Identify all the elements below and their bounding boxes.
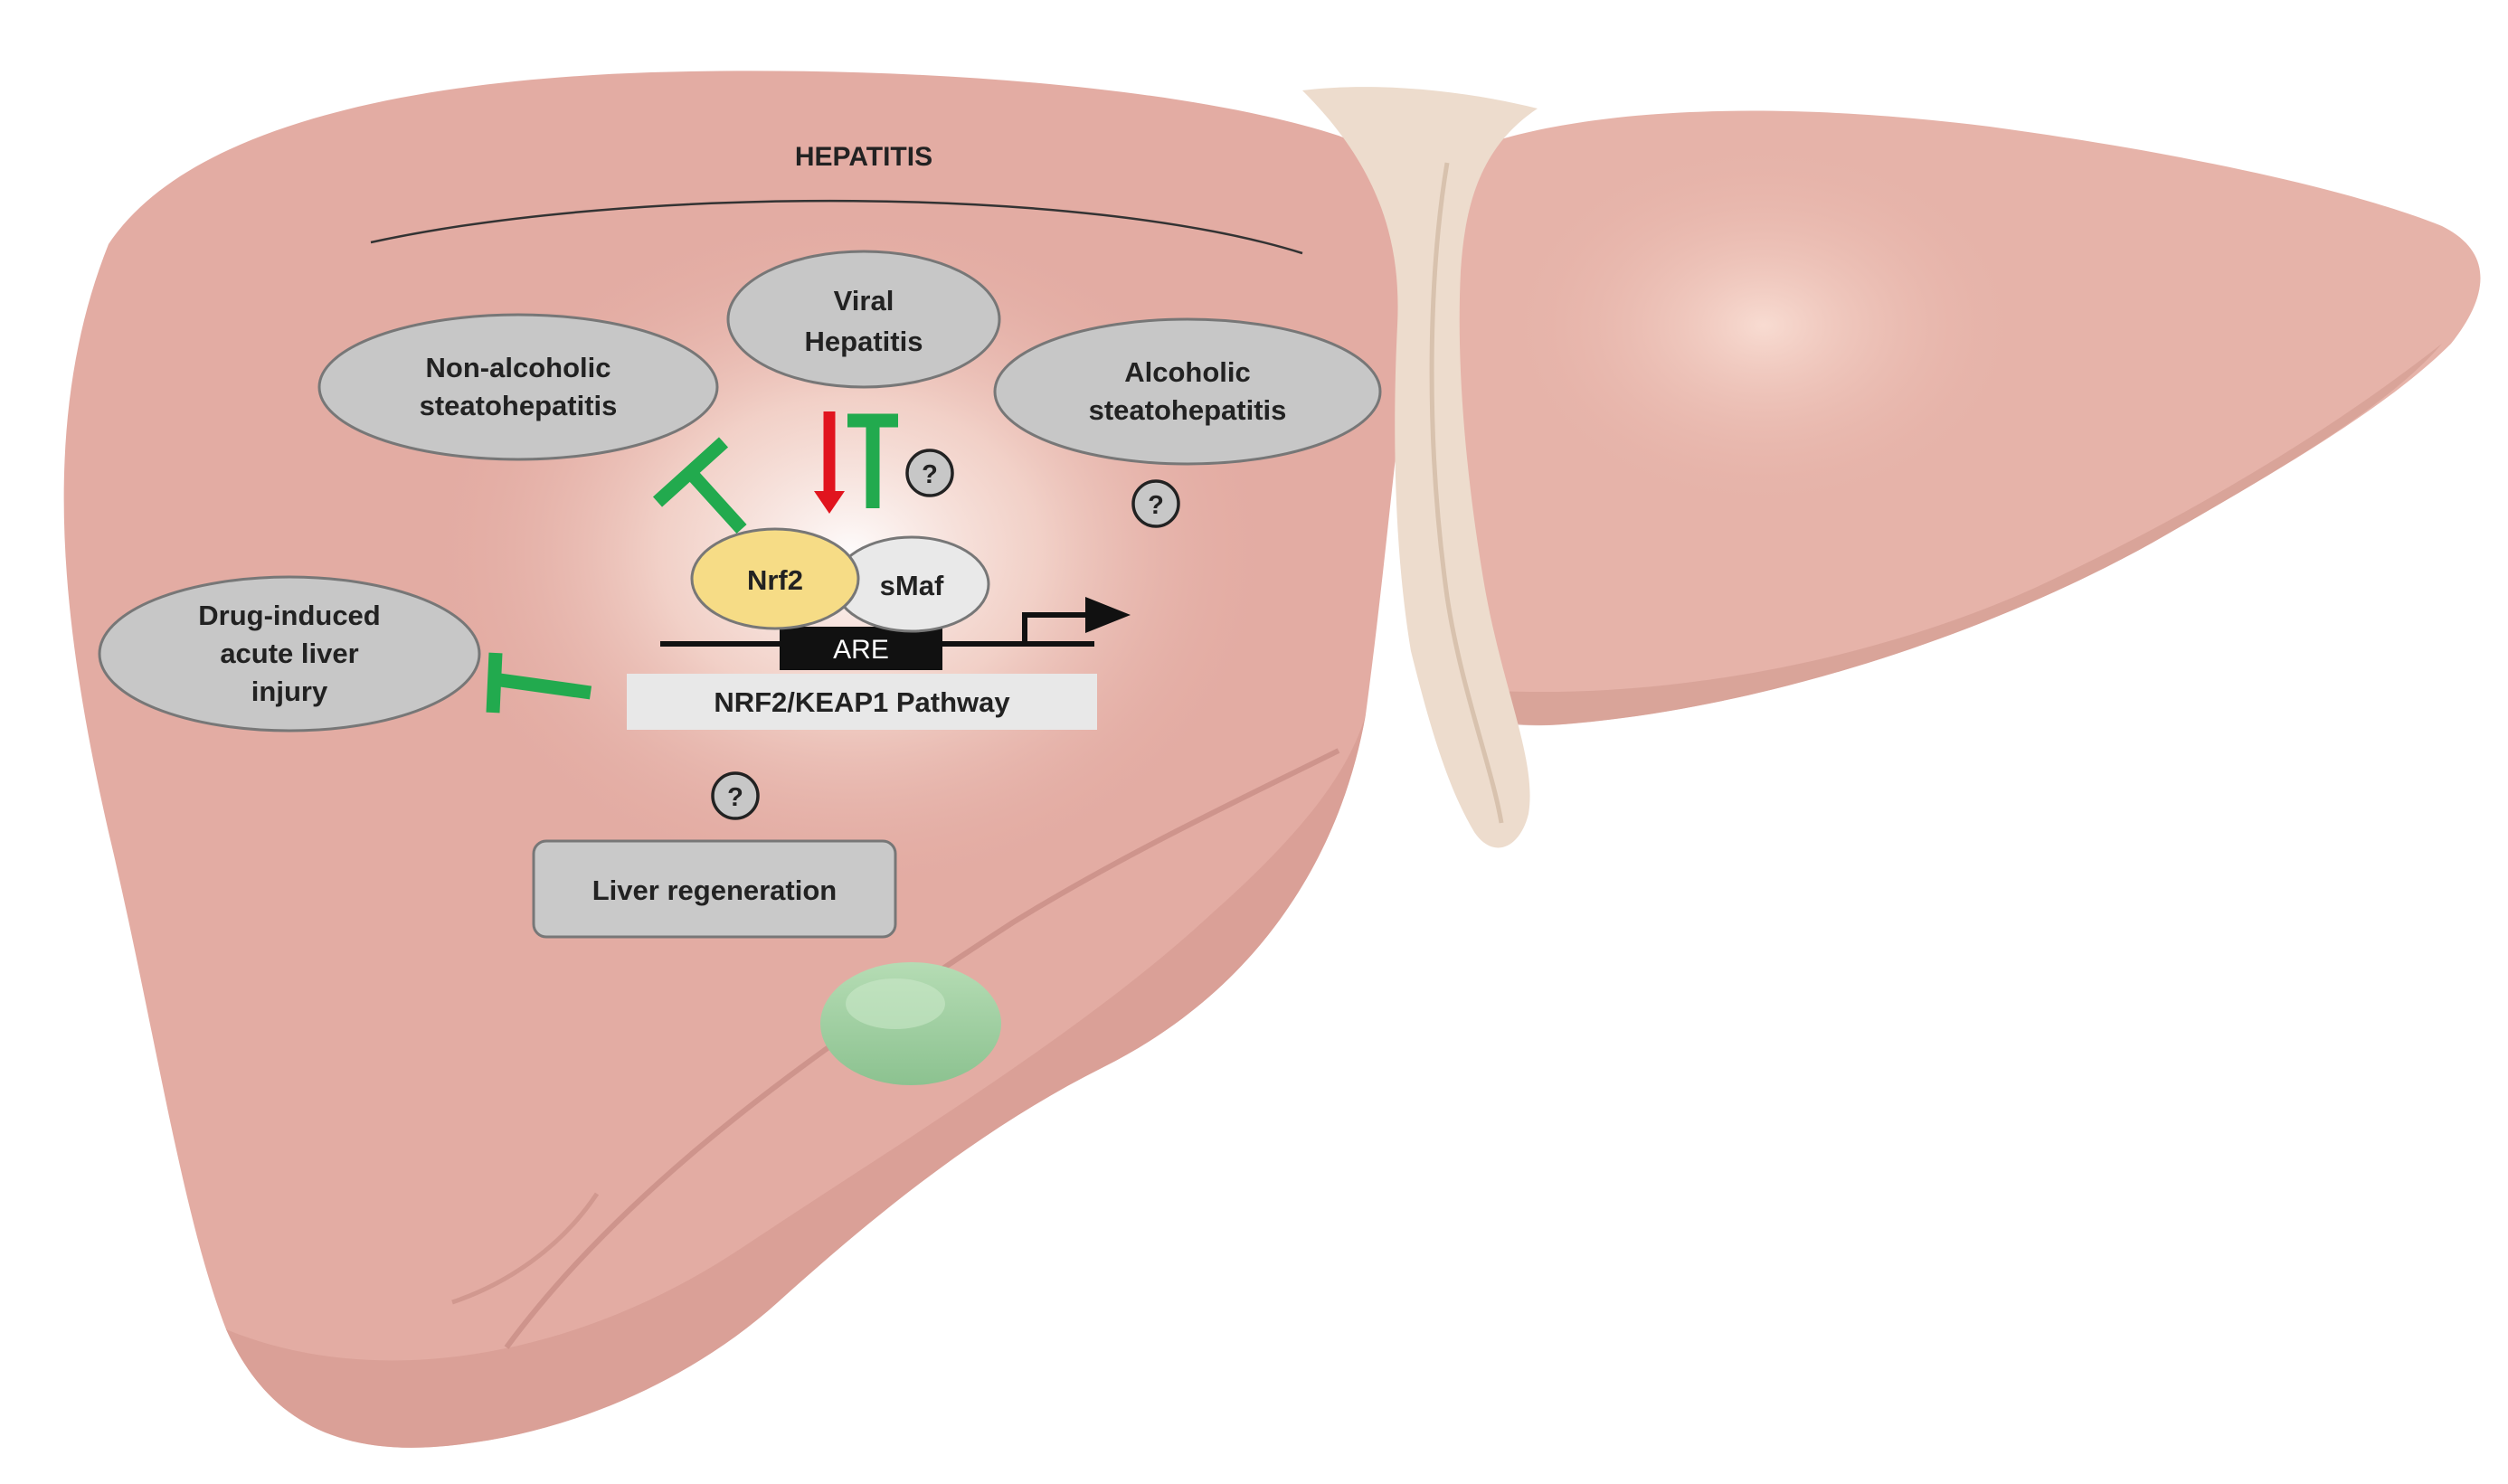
liver-regeneration-box — [532, 839, 897, 939]
question-marker-regeneration: ? — [711, 771, 760, 820]
viral-inhibition-arrow — [847, 413, 898, 508]
liver-left-lobe-shadow — [226, 714, 1366, 1448]
viral-activation-arrow — [814, 411, 845, 514]
ash-label-line1: Alcoholic — [1124, 356, 1251, 388]
ligament-crease — [1429, 162, 1504, 824]
viral-hepatitis-label-line1: Viral — [834, 285, 894, 317]
right-lobe-highlight — [1510, 145, 2017, 506]
transcription-start-arrow — [1022, 597, 1131, 644]
are-box — [780, 627, 942, 670]
nrf2-protein — [690, 527, 860, 630]
liver-bottom-fold — [451, 1192, 600, 1305]
svg-text:?: ? — [727, 783, 743, 812]
viral-hepatitis-bubble — [726, 250, 1001, 389]
dili-bubble — [98, 575, 481, 733]
ash-label-line2: steatohepatitis — [1089, 394, 1287, 426]
dili-inhibition-arrow — [486, 652, 592, 714]
question-marker-ash: ? — [1131, 479, 1180, 528]
dili-label-line1: Drug-induced — [198, 600, 381, 631]
nrf2-label: Nrf2 — [747, 564, 803, 596]
title-hepatitis: HEPATITIS — [795, 142, 932, 172]
falciform-ligament — [1302, 87, 1538, 848]
title-arc — [370, 199, 1303, 255]
nash-label-line2: steatohepatitis — [420, 390, 618, 421]
gallbladder-highlight — [846, 978, 945, 1029]
liver-fold-line — [504, 748, 1340, 1349]
are-label: ARE — [833, 635, 889, 665]
viral-hepatitis-label-line2: Hepatitis — [805, 326, 923, 357]
pathway-label: NRF2/KEAP1 Pathway — [714, 686, 1010, 718]
svg-text:?: ? — [1148, 491, 1164, 520]
dili-label-line2: acute liver — [220, 638, 358, 669]
ash-bubble — [993, 317, 1382, 466]
nash-label-line1: Non-alcoholic — [426, 352, 611, 383]
nash-bubble — [317, 313, 719, 461]
smaf-label: sMaf — [880, 570, 944, 601]
dili-label-line3: injury — [251, 676, 328, 707]
svg-text:?: ? — [922, 460, 938, 489]
nash-inhibition-arrow — [652, 437, 747, 534]
question-marker-viral: ? — [905, 449, 954, 497]
liver-regeneration-label: Liver regeneration — [592, 874, 837, 906]
pathway-bar — [627, 674, 1097, 730]
